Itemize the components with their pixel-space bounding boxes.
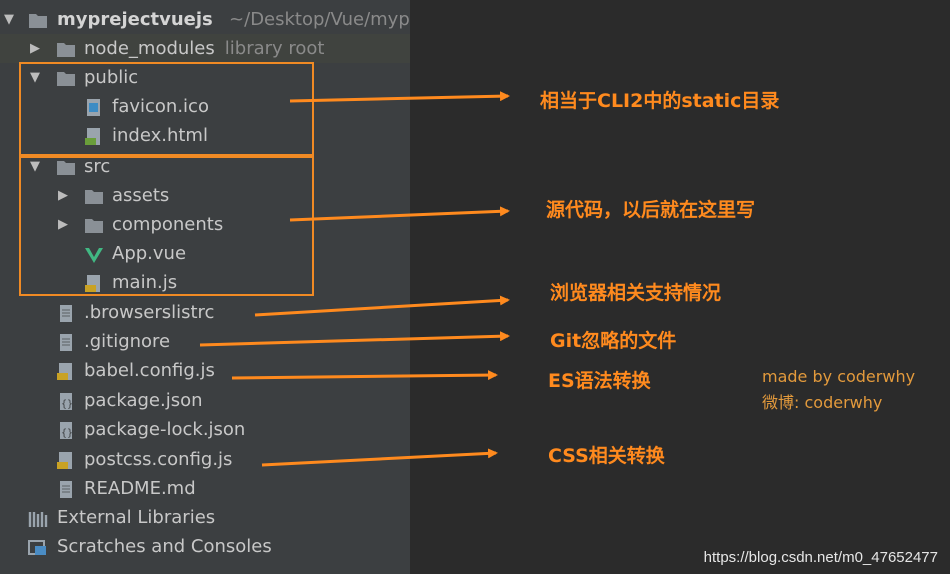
scratches-icon — [28, 537, 48, 556]
expand-arrow-icon[interactable]: ▼ — [30, 159, 40, 174]
arrow-src — [289, 206, 510, 222]
folder-icon — [84, 186, 104, 205]
expand-arrow-icon[interactable]: ▼ — [30, 70, 40, 85]
credit-line-2: 微博: coderwhy — [762, 393, 883, 412]
image-file-icon — [84, 97, 104, 116]
tree-item-gitignore[interactable]: .gitignore — [0, 327, 410, 356]
arrow-postcss — [261, 448, 498, 467]
tree-item-label: favicon.ico — [112, 96, 209, 117]
src-highlight-box — [19, 156, 314, 296]
tree-item-package-json[interactable]: {} package.json — [0, 386, 410, 415]
svg-text:{}: {} — [61, 399, 73, 410]
arrow-gitignore — [199, 331, 510, 347]
arrow-public — [289, 91, 510, 103]
folder-icon — [56, 157, 76, 176]
vue-icon — [84, 244, 104, 263]
libraries-icon — [28, 508, 48, 527]
tree-item-label: .gitignore — [84, 331, 171, 352]
tree-item-label: Scratches and Consoles — [57, 536, 272, 557]
tree-item-public[interactable]: ▼ public — [0, 63, 410, 92]
tree-item-postcss-config[interactable]: postcss.config.js — [0, 445, 410, 474]
tree-item-browserslistrc[interactable]: .browserslistrc — [0, 298, 410, 327]
expand-arrow-icon[interactable]: ▼ — [4, 12, 14, 27]
tree-item-src[interactable]: ▼ src — [0, 152, 410, 181]
tree-item-index-html[interactable]: index.html — [0, 121, 410, 150]
tree-item-label: index.html — [112, 125, 208, 146]
text-file-icon — [56, 332, 76, 351]
html-file-icon — [84, 126, 104, 145]
js-file-icon — [56, 450, 76, 469]
tree-item-label: postcss.config.js — [84, 449, 233, 470]
collapse-arrow-icon[interactable]: ▶ — [58, 217, 68, 232]
project-tree-panel: ▼ myprejectvuejs ~/Desktop/Vue/myp ▶ nod… — [0, 0, 410, 574]
js-file-icon — [84, 273, 104, 292]
public-highlight-box — [19, 62, 314, 156]
folder-icon — [56, 68, 76, 87]
tree-item-label: components — [112, 214, 224, 235]
svg-text:{}: {} — [61, 428, 73, 439]
credit-line-1: made by coderwhy — [762, 367, 916, 386]
folder-icon — [28, 10, 48, 29]
tree-item-label: public — [84, 67, 139, 88]
tree-root-row[interactable]: ▼ myprejectvuejs ~/Desktop/Vue/myp — [0, 5, 410, 34]
annotation-src: 源代码，以后就在这里写 — [546, 199, 756, 221]
tree-item-readme[interactable]: README.md — [0, 474, 410, 503]
js-file-icon — [56, 361, 76, 380]
json-file-icon: {} — [56, 420, 76, 439]
annotation-gitignore: Git忽略的文件 — [550, 330, 677, 352]
tree-item-label: src — [84, 156, 111, 177]
arrow-browserslistrc — [254, 295, 510, 317]
tree-item-main-js[interactable]: main.js — [0, 268, 410, 297]
tree-item-label: assets — [112, 185, 170, 206]
text-file-icon — [56, 303, 76, 322]
json-file-icon: {} — [56, 391, 76, 410]
arrow-babel — [231, 370, 498, 381]
tree-item-components[interactable]: ▶ components — [0, 210, 410, 239]
tree-item-favicon[interactable]: favicon.ico — [0, 92, 410, 121]
tree-item-external-libraries[interactable]: External Libraries — [0, 503, 410, 532]
tree-item-label: babel.config.js — [84, 360, 215, 381]
annotation-browserslistrc: 浏览器相关支持情况 — [550, 282, 722, 304]
tree-item-label: External Libraries — [57, 507, 216, 528]
tree-item-label: .browserslistrc — [84, 302, 215, 323]
folder-icon — [84, 215, 104, 234]
folder-icon — [56, 39, 76, 58]
watermark: https://blog.csdn.net/m0_47652477 — [703, 549, 938, 566]
tree-root-label: myprejectvuejs ~/Desktop/Vue/myp — [57, 9, 410, 30]
tree-item-app-vue[interactable]: App.vue — [0, 239, 410, 268]
tree-item-label: main.js — [112, 272, 178, 293]
tree-item-label: package-lock.json — [84, 419, 246, 440]
tree-item-babel-config[interactable]: babel.config.js — [0, 356, 410, 385]
text-file-icon — [56, 479, 76, 498]
tree-item-label: package.json — [84, 390, 203, 411]
tree-item-label: App.vue — [112, 243, 187, 264]
annotation-babel: ES语法转换 — [548, 370, 651, 392]
tree-item-assets[interactable]: ▶ assets — [0, 181, 410, 210]
tree-item-scratches[interactable]: Scratches and Consoles — [0, 532, 410, 561]
annotation-postcss: CSS相关转换 — [548, 445, 665, 467]
annotation-public: 相当于CLI2中的static目录 — [540, 90, 780, 112]
collapse-arrow-icon[interactable]: ▶ — [58, 188, 68, 203]
tree-item-package-lock-json[interactable]: {} package-lock.json — [0, 415, 410, 444]
tree-item-label: README.md — [84, 478, 196, 499]
collapse-arrow-icon[interactable]: ▶ — [30, 41, 40, 56]
